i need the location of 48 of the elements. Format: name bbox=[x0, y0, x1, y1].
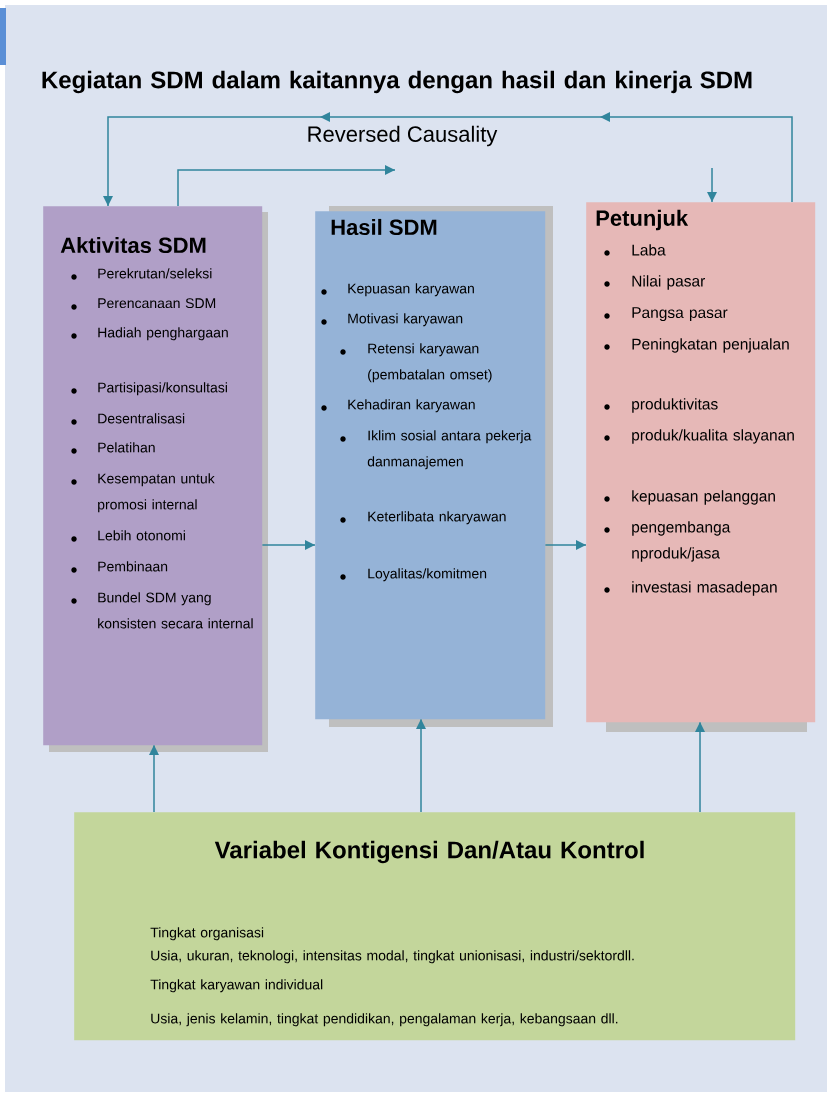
arrow bbox=[695, 721, 705, 813]
body-text: Usia, ukuran, teknologi, intensitas modal, tingkat unionisasi, industri/sektordll. bbox=[151, 950, 634, 964]
list-item: Pelatihan bbox=[98, 442, 155, 453]
list-item: Laba bbox=[632, 244, 666, 256]
list-item: kepuasan pelanggan bbox=[632, 490, 775, 505]
list-item: Hadiah penghargaan bbox=[98, 327, 228, 341]
outcome-box bbox=[315, 206, 553, 727]
list-item: Perekrutan/seleksi bbox=[98, 268, 212, 279]
arrow bbox=[261, 540, 316, 550]
body-text: Tingkat organisasi bbox=[150, 927, 264, 941]
list-item: Motivasi karyawan bbox=[348, 313, 463, 327]
list-item: Kehadiran karyawan bbox=[348, 399, 475, 413]
list-item: Iklim sosial antara pekerja danmanajemen bbox=[367, 430, 532, 470]
list-item: produk/kualita slayanan bbox=[632, 429, 794, 444]
list-item: Perencanaan SDM bbox=[98, 298, 216, 309]
list-item: Bundel SDM yang konsisten secara internal bbox=[98, 592, 253, 629]
arrow bbox=[103, 112, 793, 207]
control-box bbox=[74, 812, 796, 1041]
title: Kegiatan SDM dalam kaitannya dengan hasil dan kinerja SDM bbox=[42, 70, 752, 94]
list-item: Nilai pasar bbox=[632, 275, 705, 290]
arrow bbox=[707, 167, 717, 203]
box-heading: Hasil SDM bbox=[331, 218, 437, 236]
list-item: Retensi karyawan (pembatalan omset) bbox=[368, 343, 492, 383]
box-heading: Aktivitas SDM bbox=[60, 236, 206, 254]
list-item: Partisipasi/konsultasi bbox=[98, 382, 227, 396]
list-item: Keterlibata nkaryawan bbox=[368, 511, 506, 525]
indicator-box bbox=[586, 202, 816, 732]
list-item: pengembanga nproduk/jasa bbox=[632, 521, 731, 562]
list-item: Loyalitas/komitmen bbox=[368, 568, 487, 582]
list-item: Peningkatan penjualan bbox=[632, 338, 789, 353]
arrow bbox=[149, 744, 159, 813]
activity-box bbox=[43, 206, 268, 752]
list-item: Desentralisasi bbox=[98, 413, 185, 424]
box-heading: Petunjuk bbox=[596, 209, 689, 231]
list-item: Kesempatan untuk promosi internal bbox=[98, 473, 215, 513]
list-item: investasi masadepan bbox=[632, 581, 777, 596]
list-item: produktivitas bbox=[632, 398, 718, 413]
list-item: Kepuasan karyawan bbox=[348, 283, 474, 297]
list-item: Pangsa pasar bbox=[632, 307, 728, 322]
list-item: Lebih otonomi bbox=[98, 530, 185, 541]
list-item: Pembinaan bbox=[98, 561, 168, 572]
arrow bbox=[416, 718, 426, 813]
arrow bbox=[544, 540, 587, 550]
edge-label: Reversed Causality bbox=[308, 125, 498, 147]
arrow bbox=[177, 165, 396, 207]
body-text: Tingkat karyawan individual bbox=[150, 979, 323, 993]
body-text: Usia, jenis kelamin, tingkat pendidikan, pengalaman kerja, kebangsaan dll. bbox=[151, 1013, 618, 1027]
box-heading: Variabel Kontigensi Dan/Atau Kontrol bbox=[214, 840, 644, 864]
